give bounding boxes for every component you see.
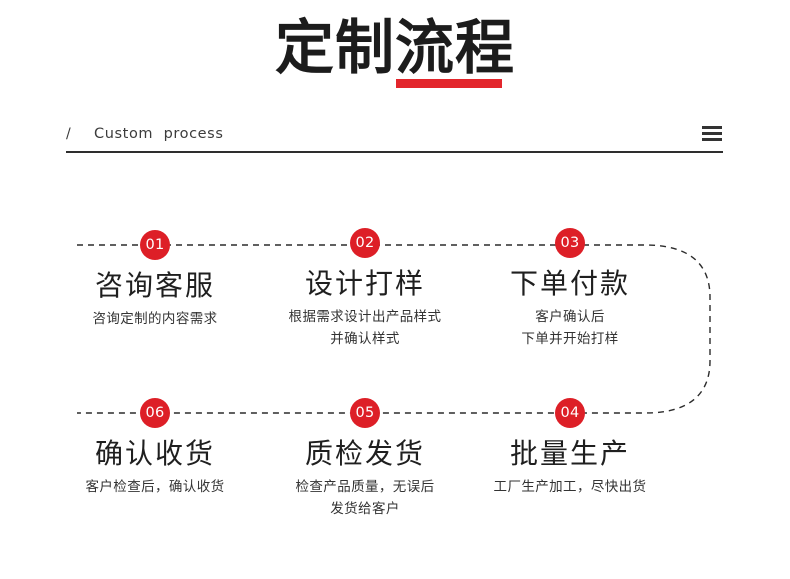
hamburger-menu-icon[interactable] xyxy=(702,126,722,142)
step-description-line1: 根据需求设计出产品样式 xyxy=(288,309,442,325)
title-underline-accent xyxy=(396,79,502,88)
step-number-badge: 05 xyxy=(350,398,380,428)
step-heading: 咨询客服 xyxy=(94,269,215,302)
page-title: 定制流程 xyxy=(274,13,515,82)
hamburger-bar-bottom xyxy=(702,138,722,141)
step-heading: 下单付款 xyxy=(509,267,630,300)
process-flow: 01 咨询客服 咨询定制的内容需求 02 设计打样 根据需求设计出产品样式 并确… xyxy=(0,170,790,579)
step-heading: 设计打样 xyxy=(304,267,425,300)
header-divider xyxy=(66,151,723,153)
subtitle-row: / Custom process xyxy=(66,124,724,148)
step-description-line2: 并确认样式 xyxy=(330,331,400,347)
step-description-line1: 咨询定制的内容需求 xyxy=(92,311,218,327)
step-description-line2: 发货给客户 xyxy=(330,501,400,517)
step-description: 咨询定制的内容需求 xyxy=(40,308,270,330)
step-description: 检查产品质量，无误后 发货给客户 xyxy=(250,476,480,520)
step-number-badge: 01 xyxy=(140,230,170,260)
step-number-badge: 02 xyxy=(350,228,380,258)
flow-connector-lines xyxy=(77,244,711,414)
step-description: 客户确认后 下单并开始打样 xyxy=(455,306,685,350)
hamburger-bar-top xyxy=(702,126,722,129)
step-description: 客户检查后，确认收货 xyxy=(40,476,270,498)
step-number-badge: 04 xyxy=(555,398,585,428)
hamburger-bar-middle xyxy=(702,132,722,135)
step-description: 工厂生产加工，尽快出货 xyxy=(455,476,685,498)
step-description: 根据需求设计出产品样式 并确认样式 xyxy=(250,306,480,350)
step-number-badge: 03 xyxy=(555,228,585,258)
subtitle-slash: / xyxy=(66,126,71,142)
step-heading: 质检发货 xyxy=(304,437,425,470)
page-header: 定制流程 / Custom process xyxy=(0,0,790,170)
step-description-line2: 下单并开始打样 xyxy=(521,331,619,347)
step-heading: 批量生产 xyxy=(509,437,630,470)
subtitle-text: Custom process xyxy=(94,126,224,142)
step-number-badge: 06 xyxy=(140,398,170,428)
step-description-line1: 客户检查后，确认收货 xyxy=(85,479,225,495)
step-description-line1: 工厂生产加工，尽快出货 xyxy=(493,479,647,495)
step-description-line1: 检查产品质量，无误后 xyxy=(295,479,435,495)
step-description-line1: 客户确认后 xyxy=(535,309,605,325)
step-heading: 确认收货 xyxy=(94,437,215,470)
